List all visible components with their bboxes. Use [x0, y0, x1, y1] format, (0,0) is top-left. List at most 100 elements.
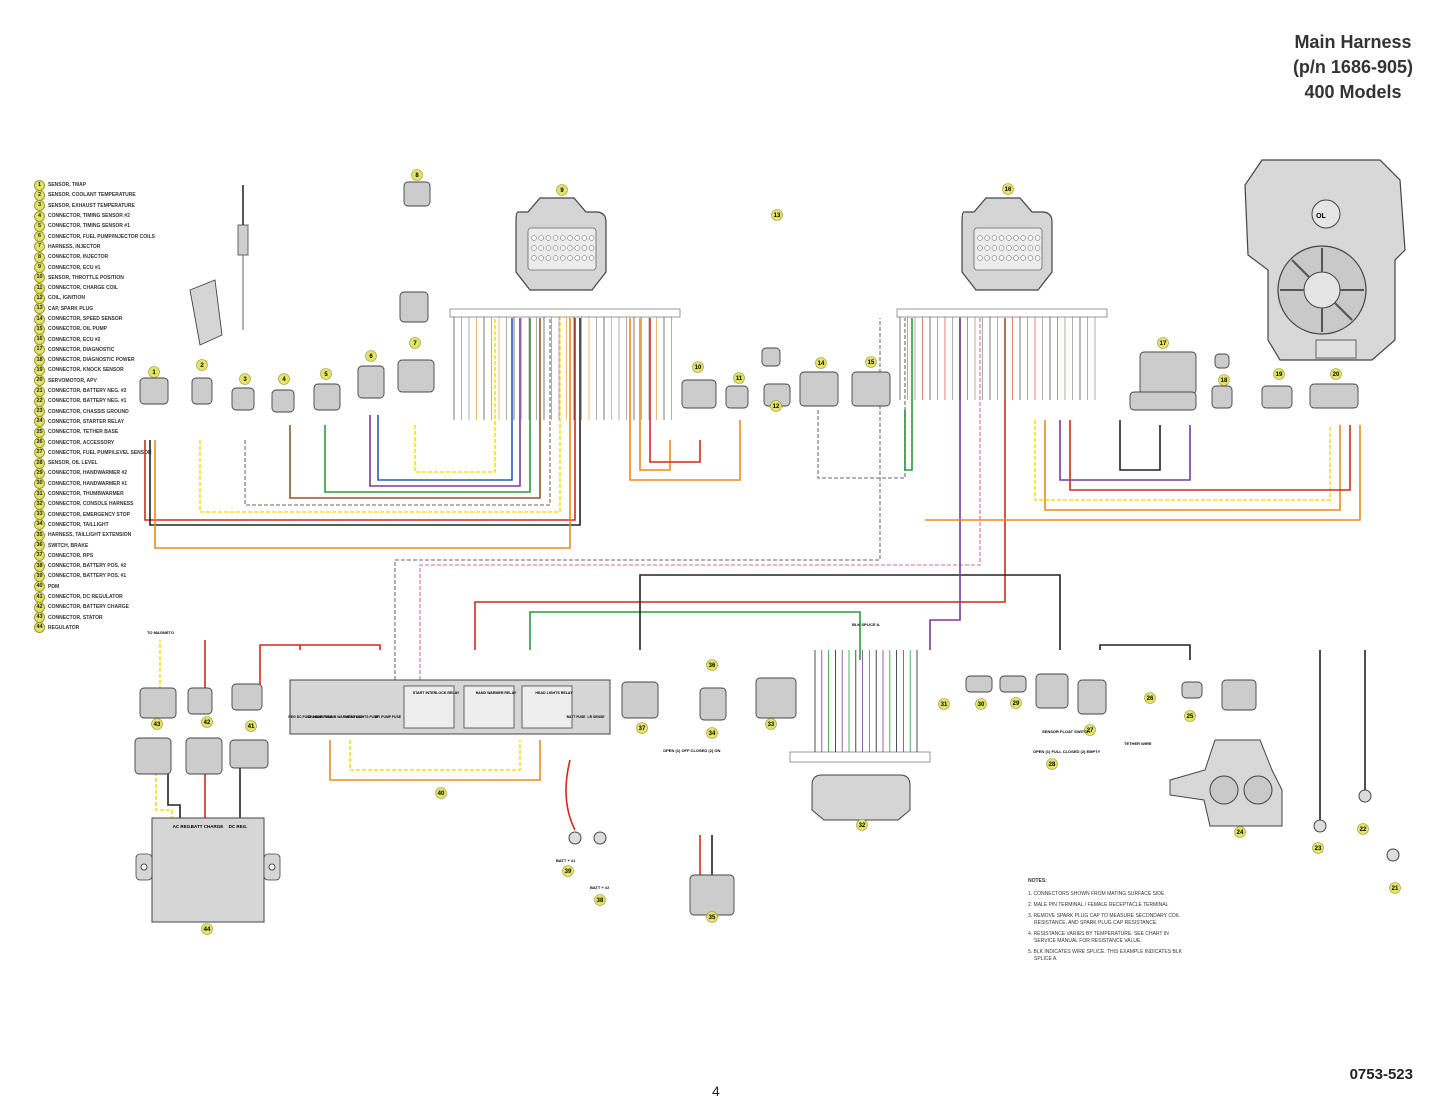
legend-label: CONNECTOR, INJECTOR [48, 254, 109, 261]
callout-32 [856, 819, 868, 831]
pdm-relay-label: START INTERLOCK RELAY [413, 691, 460, 695]
callout-number: 24 [1237, 830, 1244, 836]
legend-label: REGULATOR [48, 624, 80, 631]
legend-label: CONNECTOR, ECU #2 [48, 336, 101, 343]
callout-number: 20 [1333, 372, 1340, 378]
callout-16 [1002, 183, 1014, 195]
callout-25 [1184, 710, 1196, 722]
callout-number: 37 [639, 726, 646, 732]
ecu-pin [1006, 245, 1012, 251]
callout-number: 11 [736, 376, 743, 382]
tether-wire-label: TETHER WIRE [1124, 741, 1152, 746]
callout-number: 43 [154, 722, 161, 728]
ecu-pin [538, 255, 544, 261]
callout-number: 41 [248, 724, 255, 730]
legend-label: CONNECTOR, FUEL PUMP/INJECTOR COILS [48, 233, 155, 240]
legend-label: CONNECTOR, STATOR [48, 614, 103, 621]
document-number: 0753-523 [1349, 1066, 1413, 1083]
legend-label: SENSOR, THROTTLE POSITION [48, 274, 124, 281]
callout-17 [1157, 337, 1169, 349]
oil-level-state-label: OPEN (1) FULL CLOSED (2) EMPTY [1033, 749, 1101, 754]
ecu-pin [1013, 245, 1019, 251]
reg-term-ac: AC REG. [173, 824, 192, 829]
legend-label: CONNECTOR, BATTERY NEG. #2 [48, 388, 127, 395]
ecu-pin [984, 255, 990, 261]
ecu-pin [1020, 245, 1026, 251]
legend-label: PDM [48, 583, 60, 590]
legend-label: CONNECTOR, DC REGULATOR [48, 594, 123, 601]
callout-27 [1084, 724, 1096, 736]
wire-black [1119, 420, 1161, 471]
wire-black [149, 318, 581, 526]
callout-number: 18 [1221, 378, 1228, 384]
callout-number: 34 [709, 731, 716, 737]
pdm-fuse-label: REG DC FUSE [288, 715, 312, 719]
callout-10 [692, 361, 704, 373]
connector-body [851, 371, 891, 407]
legend-label: CONNECTOR, HANDWARMER #1 [48, 480, 128, 487]
wire-red [649, 318, 701, 463]
ecu2-connector [961, 197, 1053, 291]
note-1: 1. CONNECTORS SHOWN FROM MATING SURFACE … [1028, 891, 1166, 897]
callout-31 [938, 698, 950, 710]
note-5: 5. BLK INDICATES WIRE SPLICE. THIS EXAMP… [1028, 949, 1182, 962]
callout-40 [435, 787, 447, 799]
callout-number: 29 [1013, 701, 1020, 707]
connector-body [191, 377, 213, 405]
ecu-pin [1006, 255, 1012, 261]
connector-body [725, 385, 749, 409]
connector-body [185, 737, 223, 775]
legend-label: CONNECTOR, STARTER RELAY [48, 418, 125, 425]
callout-22 [1357, 823, 1369, 835]
ecu-pin [998, 235, 1005, 241]
ecu-pin [1027, 245, 1034, 251]
connector-body [271, 389, 295, 413]
legend-label: HARNESS, TAILLIGHT EXTENSION [48, 532, 132, 539]
ecu-pin [588, 235, 595, 241]
wire-orange [629, 318, 741, 481]
callout-24 [1234, 826, 1246, 838]
callout-43 [151, 718, 163, 730]
connector-body [187, 687, 213, 715]
legend-label: CONNECTOR, CONSOLE HARNESS [48, 501, 134, 508]
callout-number: 31 [941, 702, 948, 708]
callout-35 [706, 911, 718, 923]
batt-pos1-label: BATT + #1 [556, 858, 576, 863]
page-number: 4 [712, 1083, 720, 1099]
callout-11 [733, 372, 745, 384]
callout-33 [765, 718, 777, 730]
ecu-pin [588, 245, 595, 251]
wire-gray [817, 318, 906, 479]
legend-label: CAP, SPARK PLUG [48, 305, 94, 312]
wire-routes [144, 317, 1366, 875]
legend-label: CONNECTOR, CHASSIS GROUND [48, 408, 129, 415]
connector-body [313, 383, 341, 411]
callout-29 [1010, 697, 1022, 709]
pdm-relay-label: HEAD LIGHTS RELAY [535, 691, 573, 695]
callout-number: 13 [774, 213, 781, 219]
legend-label: CONNECTOR, HANDWARMER #2 [48, 470, 128, 477]
ecu-pin [567, 245, 573, 251]
ecu1-pin-header [449, 308, 681, 318]
ecu-pin [1013, 235, 1019, 241]
ecu-pin [998, 245, 1005, 251]
callout-20 [1330, 368, 1342, 380]
callout-number: 3 [243, 377, 247, 383]
callout-number: 44 [204, 927, 211, 933]
ol-mark: OL [1316, 213, 1326, 220]
wire-yellow [414, 318, 496, 473]
connector-body [999, 675, 1027, 693]
callout-number: 21 [1392, 886, 1399, 892]
callout-23 [1312, 842, 1324, 854]
wire-yellow [199, 318, 561, 513]
ecu-pin [1027, 235, 1034, 241]
wire-green [324, 318, 531, 493]
connector-body [965, 675, 993, 693]
callout-number: 32 [859, 823, 866, 829]
legend-label: CONNECTOR, BATTERY NEG. #1 [48, 398, 127, 405]
note-4: 4. RESISTANCE VARIES BY TEMPERATURE. SEE… [1028, 931, 1169, 944]
ecu-pin [574, 255, 580, 261]
callout-number: 27 [1087, 728, 1094, 734]
